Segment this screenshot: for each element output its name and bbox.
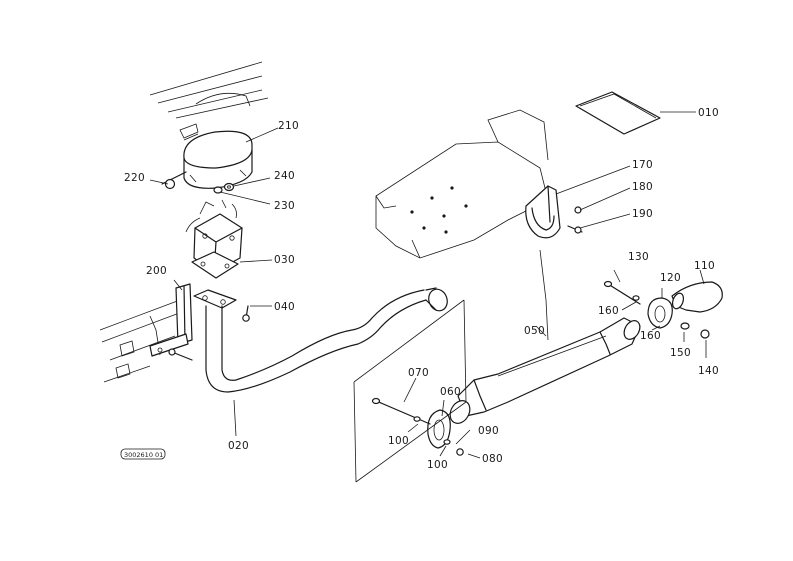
callout-050: 050 (524, 325, 545, 337)
callout-160-left: 160 (598, 305, 619, 317)
callout-240: 240 (274, 170, 295, 182)
callout-030: 030 (274, 254, 295, 266)
callout-110: 110 (694, 260, 715, 272)
callout-010: 010 (698, 107, 719, 119)
washer-240 (223, 182, 235, 192)
callout-140: 140 (698, 365, 719, 377)
bolt-220 (161, 171, 187, 190)
tail-pipe-110 (671, 281, 723, 313)
callout-160-right: 160 (640, 330, 661, 342)
gasket-plate-010 (575, 91, 661, 135)
callout-220: 220 (124, 172, 145, 184)
callout-060: 060 (440, 386, 461, 398)
callout-130: 130 (628, 251, 649, 263)
callout-040: 040 (274, 301, 295, 313)
callout-070: 070 (408, 367, 429, 379)
bolt-130 (603, 280, 641, 305)
callout-190: 190 (632, 208, 653, 220)
callout-labels: 010 020 030 040 050 060 070 080 090 100 … (124, 107, 719, 471)
muffler-050 (449, 317, 641, 424)
nut-230 (213, 186, 223, 194)
exhaust-pipe-020 (193, 287, 448, 393)
callout-210: 210 (278, 120, 299, 132)
bolt-040 (242, 305, 250, 322)
washer-100 (413, 416, 451, 445)
manifold-flange-030 (185, 199, 243, 279)
bolt-190 (567, 225, 583, 234)
bolt-180 (574, 206, 582, 214)
muffler-cover-210 (183, 130, 253, 189)
callout-120: 120 (660, 272, 681, 284)
leader-lines (149, 111, 707, 459)
callout-080: 080 (482, 453, 503, 465)
callout-090: 090 (478, 425, 499, 437)
washer-150 (680, 322, 690, 330)
callout-020: 020 (228, 440, 249, 452)
nut-080 (456, 448, 464, 456)
callout-170: 170 (632, 159, 653, 171)
callout-200: 200 (146, 265, 167, 277)
reference-stamp: 3002610 01 (120, 448, 166, 460)
clamp-060 (427, 409, 451, 449)
clamp-120 (647, 297, 673, 329)
callout-230: 230 (274, 200, 295, 212)
callout-100-left: 100 (388, 435, 409, 447)
frame-plate-outline (375, 109, 549, 259)
reference-frame (353, 299, 467, 483)
bracket-200 (149, 283, 193, 361)
reference-stamp-text: 3002610 01 (124, 451, 163, 459)
callout-100-lower: 100 (427, 459, 448, 471)
callout-150: 150 (670, 347, 691, 359)
nut-140 (700, 329, 710, 339)
hanger-clamp-170 (525, 185, 561, 341)
callout-180: 180 (632, 181, 653, 193)
bolt-070 (371, 397, 431, 425)
